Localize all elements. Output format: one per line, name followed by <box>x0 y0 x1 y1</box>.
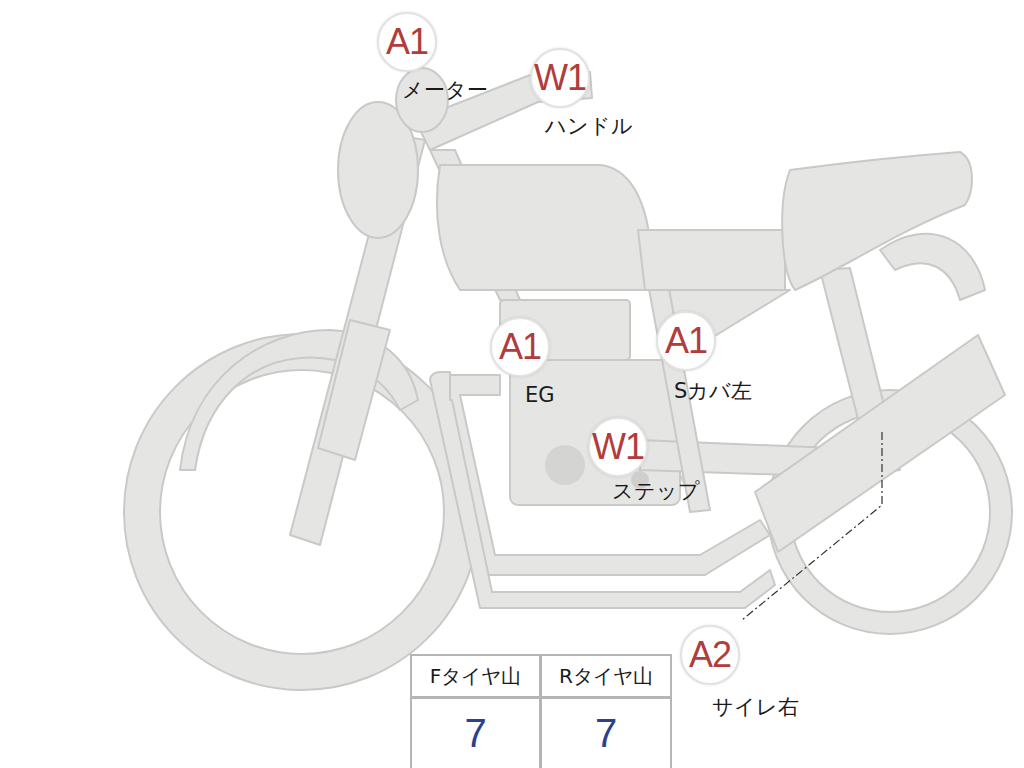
table-header: Rタイヤ山 <box>541 654 672 698</box>
part-name: Sカバ左 <box>674 377 752 405</box>
callout-code: A1 <box>490 317 550 377</box>
table-value: 7 <box>541 698 672 768</box>
part-name: メーター <box>402 76 488 104</box>
tire-table: Fタイヤ山Rタイヤ山77 <box>410 654 672 768</box>
callout-node: A1EG <box>490 317 550 377</box>
part-name: EG <box>525 383 555 407</box>
part-name: サイレ右 <box>712 693 799 721</box>
callout-node: A1メーター <box>377 12 437 72</box>
callout-node: A2サイレ右 <box>680 625 740 685</box>
callout-code: A2 <box>680 625 740 685</box>
callout-code: A1 <box>377 12 437 72</box>
callout-node: W1ハンドル <box>530 48 590 108</box>
callout-node: A1Sカバ左 <box>656 311 716 371</box>
callout-code: A1 <box>656 311 716 371</box>
table-header: Fタイヤ山 <box>410 654 541 698</box>
part-name: ハンドル <box>545 112 633 140</box>
callout-node: W1ステップ <box>588 417 648 477</box>
table-value: 7 <box>410 698 541 768</box>
part-name: ステップ <box>612 477 700 505</box>
callout-code: W1 <box>588 417 648 477</box>
callout-code: W1 <box>530 48 590 108</box>
